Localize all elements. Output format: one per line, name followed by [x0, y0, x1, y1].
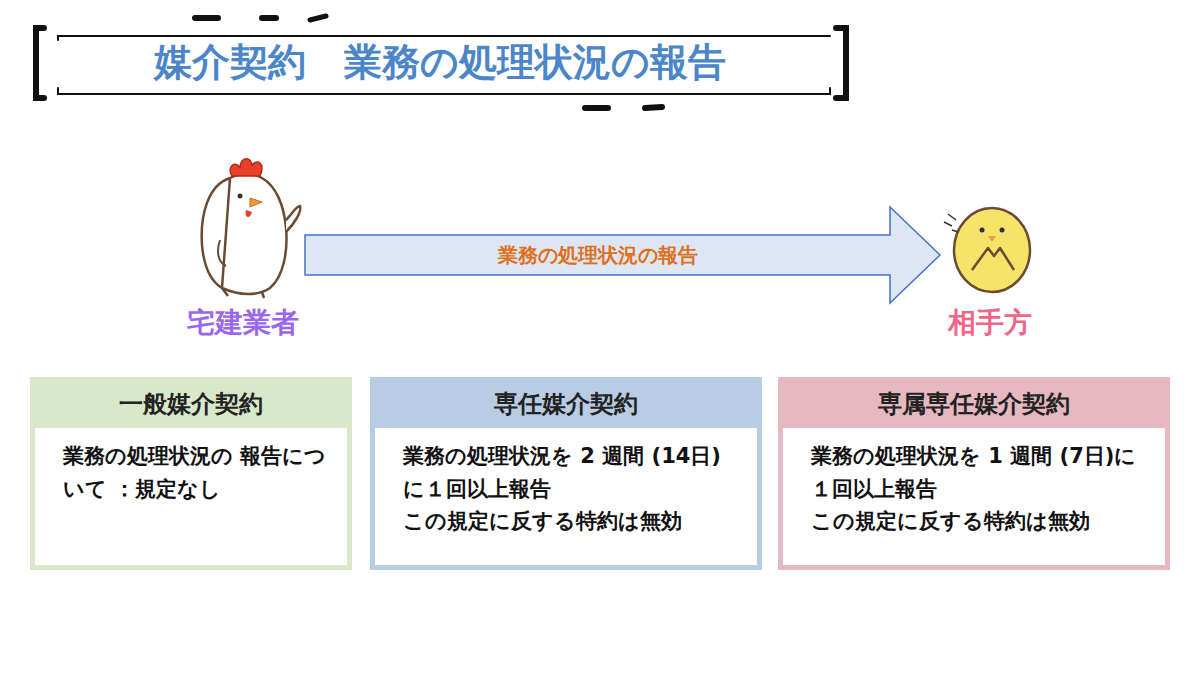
box-text: 業務の処理状況の 報告について ：規定なし	[63, 440, 329, 505]
actor-figure: 宅建業者	[180, 150, 305, 340]
box-body: 業務の処理状況の 報告について ：規定なし	[35, 428, 347, 565]
box-heading: 専属専任媒介契約	[783, 382, 1165, 428]
box-body: 業務の処理状況を 2 週間 (14日)に１回以上報告この規定に反する特約は無効	[375, 428, 757, 565]
contract-box: 専属専任媒介契約業務の処理状況を 1 週間 (7日)に１回以上報告この規定に反す…	[778, 377, 1170, 570]
box-text: この規定に反する特約は無効	[403, 505, 739, 538]
box-text: 業務の処理状況を 2 週間 (14日)に１回以上報告	[403, 440, 739, 505]
box-heading: 一般媒介契約	[35, 382, 347, 428]
box-text: この規定に反する特約は無効	[811, 505, 1147, 538]
box-heading: 専任媒介契約	[375, 382, 757, 428]
diagram-title: 媒介契約 業務の処理状況の報告	[40, 22, 840, 102]
chicken-illustration	[202, 159, 301, 298]
actor-label: 宅建業者	[187, 306, 299, 340]
chick-illustration	[944, 208, 1030, 292]
box-body: 業務の処理状況を 1 週間 (7日)に１回以上報告この規定に反する特約は無効	[783, 428, 1165, 565]
contract-box: 一般媒介契約業務の処理状況の 報告について ：規定なし	[30, 377, 352, 570]
actor-figure: 相手方	[940, 150, 1040, 340]
actor-label: 相手方	[948, 306, 1032, 340]
contract-box: 専任媒介契約業務の処理状況を 2 週間 (14日)に１回以上報告この規定に反する…	[370, 377, 762, 570]
box-text: 業務の処理状況を 1 週間 (7日)に１回以上報告	[811, 440, 1147, 505]
block-arrow	[305, 207, 940, 303]
title-frame	[36, 16, 846, 108]
arrow-label: 業務の処理状況の報告	[494, 242, 702, 269]
